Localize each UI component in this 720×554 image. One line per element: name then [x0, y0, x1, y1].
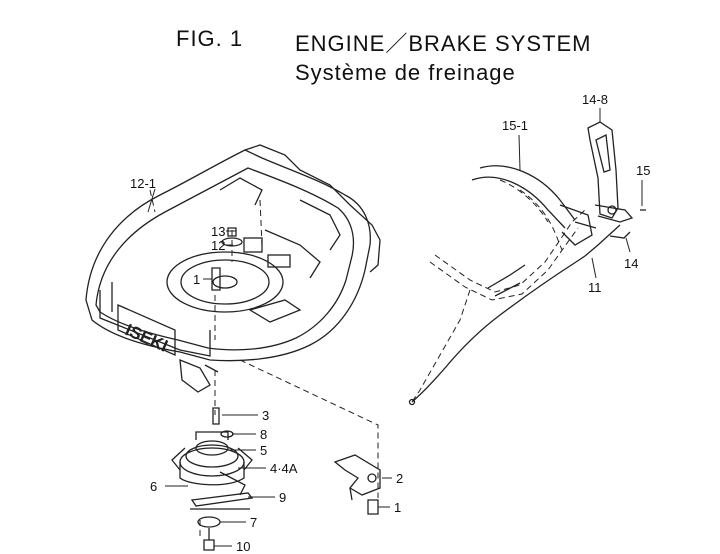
bolt-part-13 [227, 227, 237, 237]
callout-4-4a: 4·4A [270, 461, 298, 476]
callout-2: 2 [396, 471, 403, 486]
figure-subtitle: Système de freinage [295, 60, 516, 85]
callout-12-1: 12-1 [130, 176, 156, 191]
brake-lever [587, 121, 646, 223]
callout-15-1: 15-1 [502, 118, 528, 133]
clutch-pulley-assembly [171, 431, 253, 496]
callout-11: 11 [588, 280, 602, 295]
callout-9: 9 [279, 490, 286, 505]
bolt-part-10 [203, 539, 215, 551]
bolt-part-1 [367, 499, 379, 515]
callout-14-8: 14-8 [582, 92, 608, 107]
brake-cable [408, 224, 631, 406]
callout-12: 12 [211, 238, 225, 253]
callout-7: 7 [250, 515, 257, 530]
blade-bar-part-9 [190, 492, 254, 507]
figure-number: FIG. 1 [176, 26, 244, 51]
callout-13: 13 [211, 224, 225, 239]
deck-brand-logo: ISEKI [117, 304, 176, 356]
callout-14: 14 [624, 256, 638, 271]
callout-6: 6 [150, 479, 157, 494]
callout-15: 15 [636, 163, 650, 178]
key-part-3 [212, 407, 220, 425]
brake-bracket-part-2 [333, 454, 381, 496]
figure-title: ENGINE／BRAKE SYSTEM [295, 31, 592, 56]
callout-1-top: 1 [193, 272, 200, 287]
washer-part-7 [197, 516, 221, 528]
mower-deck [85, 144, 381, 393]
callout-10: 10 [236, 539, 250, 554]
bolt-part-1-top [211, 267, 221, 291]
handle-assembly [471, 165, 597, 297]
callout-5: 5 [260, 443, 267, 458]
callout-8: 8 [260, 427, 267, 442]
washer-part-12 [221, 237, 243, 247]
callout-3: 3 [262, 408, 269, 423]
callout-1-bottom: 1 [394, 500, 401, 515]
